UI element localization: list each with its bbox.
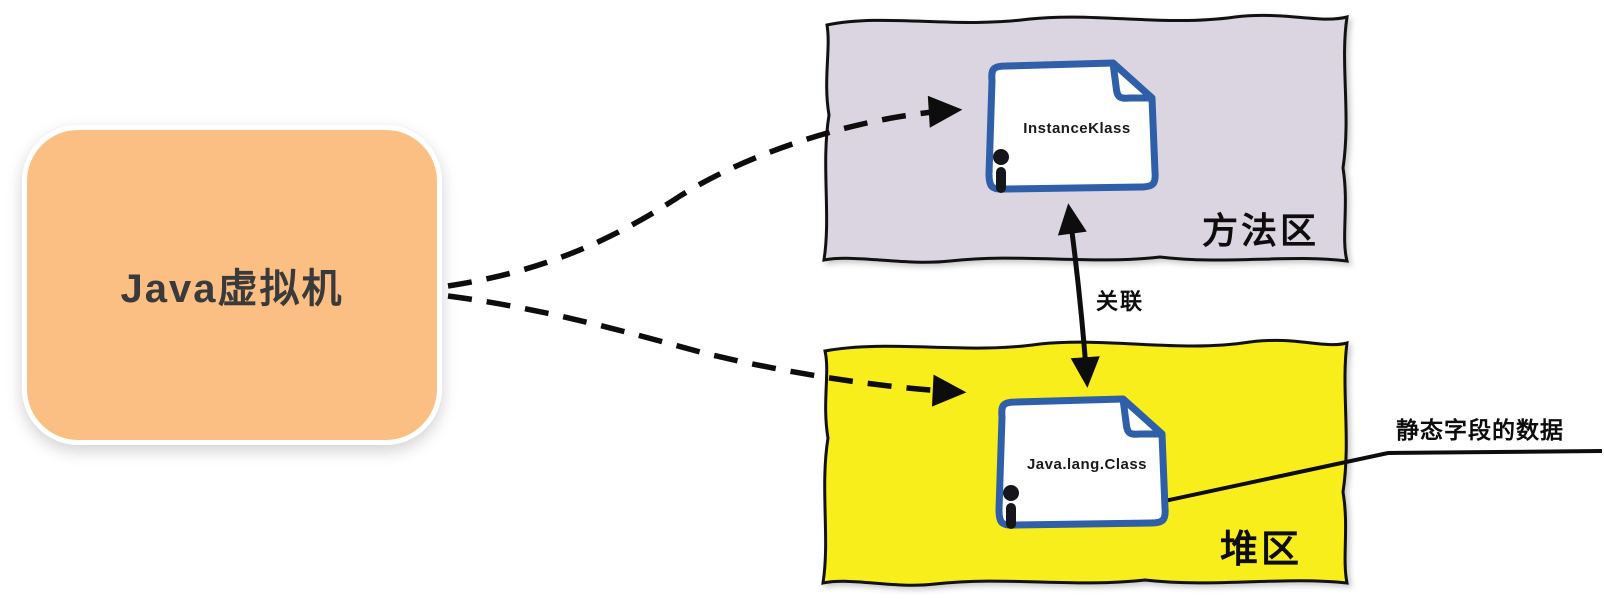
static-field-data-label: 静态字段的数据 bbox=[1396, 417, 1564, 443]
java-lang-class-document-icon: Java.lang.Class bbox=[995, 395, 1169, 529]
dashed-arrow-to-instanceklass bbox=[447, 95, 963, 289]
document-folded-corner bbox=[1109, 59, 1156, 102]
jvm-box: Java虚拟机 bbox=[22, 125, 442, 445]
info-figure-icon bbox=[993, 149, 1009, 193]
dashed-arrow-to-java-lang-class bbox=[447, 293, 967, 407]
static-field-pointer-line bbox=[1089, 449, 1603, 519]
instanceklass-label: InstanceKlass bbox=[1023, 120, 1130, 137]
heap-area-label: 堆区 bbox=[1220, 529, 1303, 571]
association-label: 关联 bbox=[1096, 289, 1145, 314]
document-body bbox=[985, 59, 1159, 193]
jvm-label: Java虚拟机 bbox=[120, 267, 344, 311]
document-folded-corner bbox=[1119, 395, 1166, 438]
method-area-label: 方法区 bbox=[1202, 210, 1320, 251]
java-lang-class-label: Java.lang.Class bbox=[1027, 456, 1147, 473]
association-arrow bbox=[1057, 203, 1100, 388]
info-figure-icon bbox=[1003, 485, 1019, 529]
document-body bbox=[995, 395, 1169, 529]
instanceklass-document-icon: InstanceKlass bbox=[985, 59, 1159, 193]
